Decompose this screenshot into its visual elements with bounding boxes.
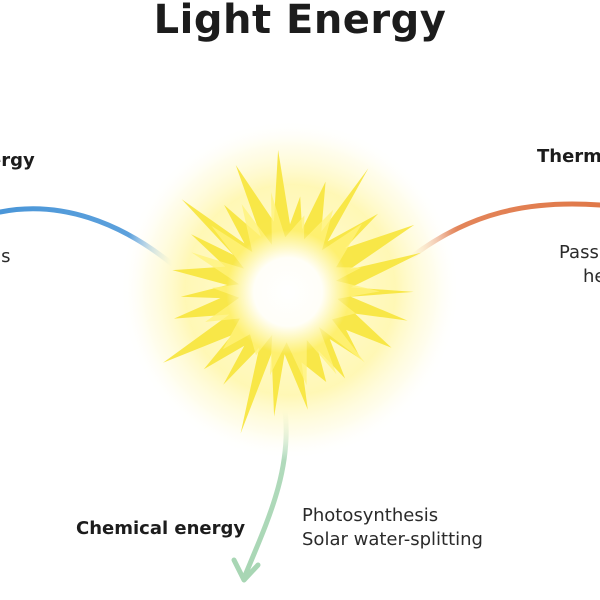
bottom-branch-example-2: Solar water-splitting: [302, 529, 483, 550]
page-title: Light Energy: [153, 0, 447, 43]
right-branch-example-line-2: he: [583, 266, 600, 287]
bottom-branch-title: Chemical energy: [76, 518, 246, 539]
left-branch-title: energy: [0, 150, 35, 171]
right-branch-example-line-1: Pass: [559, 242, 599, 263]
bottom-arrowhead: [231, 557, 261, 583]
left-branch-example: ells: [0, 246, 11, 267]
bottom-branch-example-1: Photosynthesis: [302, 505, 439, 526]
right-branch-title: Therm: [537, 146, 600, 167]
sun-burst-icon: [120, 120, 460, 460]
